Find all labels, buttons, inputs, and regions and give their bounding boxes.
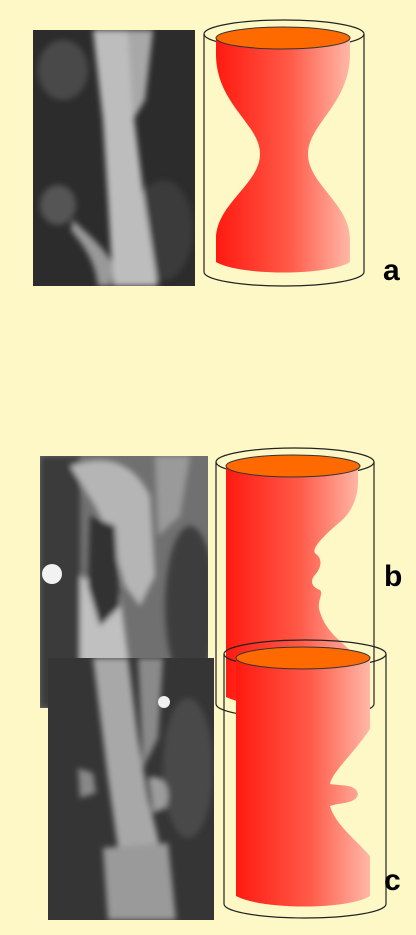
panel-a: a [0, 0, 416, 300]
panel-c: c [0, 620, 416, 935]
stenosis-model-a [200, 14, 368, 290]
panel-label-c: c [384, 866, 401, 896]
panel-label-b: b [384, 562, 402, 592]
stenosis-model-c [220, 634, 390, 924]
panel-b: b [0, 320, 416, 620]
panel-label-a: a [383, 256, 400, 286]
ct-angiogram-image-a [33, 30, 195, 286]
ct-angiogram-image-c [48, 658, 214, 920]
